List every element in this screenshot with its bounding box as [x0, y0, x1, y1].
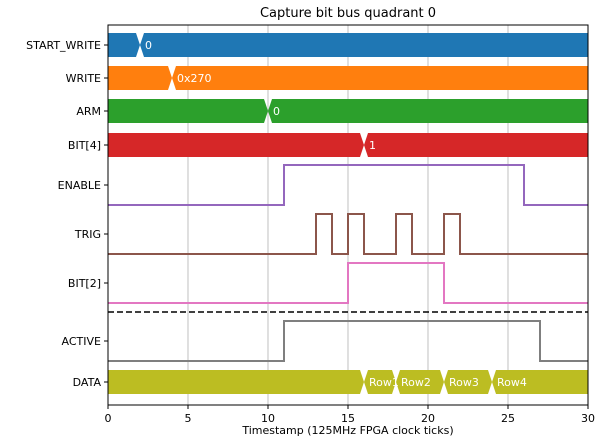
- x-tick-label-10: 10: [261, 412, 275, 425]
- bus-value-label: 0: [145, 39, 152, 52]
- signal-label: TRIG: [74, 228, 101, 241]
- x-tick-label-25: 25: [501, 412, 515, 425]
- signal-label: ACTIVE: [62, 335, 102, 348]
- bus-segment-data: [492, 370, 588, 394]
- bus-value-label: 0: [273, 105, 280, 118]
- signal-labels: START_WRITE WRITE ARM BIT[4] ENABLE TRIG BIT[2…: [26, 39, 108, 389]
- trace-bit-2-: [108, 262, 588, 304]
- bus-segment-arm: [108, 99, 268, 123]
- signal-label: ENABLE: [58, 179, 101, 192]
- bus-segment-data: [396, 370, 444, 394]
- bus-value-label: Row4: [497, 376, 527, 389]
- chart-title: Capture bit bus quadrant 0: [260, 6, 436, 21]
- bus-segment-arm: [268, 99, 588, 123]
- signal-label: START_WRITE: [26, 39, 101, 52]
- bus-segment-bit-4-: [364, 133, 588, 157]
- signal-label: DATA: [73, 376, 102, 389]
- signal-label: WRITE: [66, 72, 101, 85]
- bus-segment-data: [108, 370, 364, 394]
- plot-frame: [107, 24, 589, 406]
- bus-segment-write: [108, 66, 172, 90]
- trace-enable: [108, 164, 588, 206]
- x-tick-label-5: 5: [185, 412, 192, 425]
- bus-segment-data: [364, 370, 396, 394]
- signal-label: ARM: [76, 105, 101, 118]
- bus-segment-data: [444, 370, 492, 394]
- x-tick-label-20: 20: [421, 412, 435, 425]
- bus-value-label: 1: [369, 139, 376, 152]
- trace-trig: [108, 213, 588, 255]
- bus-value-label: Row2: [401, 376, 431, 389]
- bus-value-label: Row1: [369, 376, 399, 389]
- bus-value-label: Row3: [449, 376, 479, 389]
- bus-value-label: 0x270: [177, 72, 212, 85]
- signal-label: BIT[4]: [68, 139, 101, 152]
- bus-segment-bit-4-: [108, 133, 364, 157]
- x-axis-label: Timestamp (125MHz FPGA clock ticks): [241, 424, 453, 437]
- x-tick-label-30: 30: [581, 412, 595, 425]
- bus-segment-write: [172, 66, 588, 90]
- x-tick-label-15: 15: [341, 412, 355, 425]
- bus-segment-start-write: [108, 33, 140, 57]
- trace-active: [108, 320, 588, 362]
- bus-segment-start-write: [140, 33, 588, 57]
- x-tick-label-0: 0: [105, 412, 112, 425]
- x-axis-ticks: 0 5 10 15 20 25 30: [105, 405, 595, 425]
- signal-label: BIT[2]: [68, 277, 101, 290]
